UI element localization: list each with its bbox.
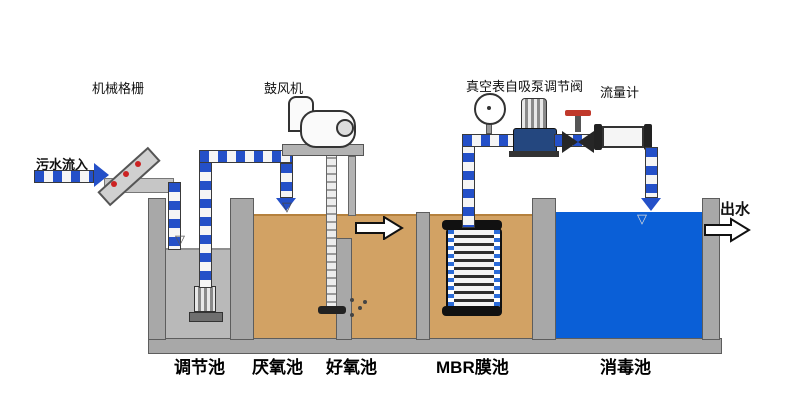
flow-meter-cap-right xyxy=(644,124,652,150)
tank-label-mbr: MBR膜池 xyxy=(436,358,509,377)
tank-label-regulating: 调节池 xyxy=(174,358,225,377)
outflow-label: 出水 xyxy=(720,201,751,218)
self-priming-pump-label: 自吸泵 xyxy=(505,79,545,94)
air-pipe xyxy=(326,150,337,308)
mbr-module-edge xyxy=(494,230,500,310)
submersible-pump-base xyxy=(189,312,223,322)
wall-regulating-anaerobic xyxy=(230,198,254,340)
wall-left xyxy=(148,198,166,340)
blower-inlet-cap xyxy=(336,119,354,137)
drive-dot xyxy=(123,171,129,177)
mbr-membrane-module xyxy=(446,228,502,312)
anaerobic-drop-pipe xyxy=(280,163,293,198)
flow-meter-body xyxy=(602,126,644,148)
submersible-pump xyxy=(194,286,216,312)
air-diffuser xyxy=(318,306,346,314)
control-valve-handle xyxy=(565,110,591,116)
bubble xyxy=(358,306,362,310)
tank-base-slab xyxy=(148,338,722,354)
control-valve-right xyxy=(578,131,594,153)
bubble xyxy=(363,300,367,304)
flow-meter-cap-left xyxy=(594,124,602,150)
tank-label-aerobic: 好氧池 xyxy=(326,358,377,377)
mbr-module-bottom-cap xyxy=(442,306,502,316)
screen-label: 机械格栅 xyxy=(92,81,145,96)
wall-mbr-disinfection xyxy=(532,198,556,340)
control-valve-label: 调节阀 xyxy=(544,79,584,94)
suction-pipe-vertical xyxy=(462,134,475,228)
water-level-symbol: ▽ xyxy=(282,199,292,214)
anaerobic-to-aerobic-arrow xyxy=(355,216,404,240)
bubble xyxy=(350,298,354,302)
vacuum-gauge-label: 真空表 xyxy=(466,79,506,94)
inflow-pipe xyxy=(34,170,94,183)
blower-platform-leg xyxy=(348,156,356,216)
bubble xyxy=(350,313,354,317)
tank-label-disinfection: 消毒池 xyxy=(600,358,651,377)
outflow-arrow xyxy=(704,217,751,243)
blower-label: 鼓风机 xyxy=(264,81,304,96)
anaerobic-inlet-arrow xyxy=(276,198,296,211)
flow-meter-label: 流量计 xyxy=(600,85,640,100)
disinfection-tank-water xyxy=(556,212,702,338)
divider-anaerobic-aerobic xyxy=(336,238,352,340)
suction-pipe-horizontal xyxy=(462,134,518,147)
screen-drop-pipe xyxy=(168,182,181,250)
pump-riser-pipe xyxy=(199,162,212,288)
mbr-module-edge xyxy=(448,230,454,310)
self-priming-pump-motor xyxy=(521,98,547,130)
disinfection-drop-pipe xyxy=(645,147,658,198)
transfer-pipe-top xyxy=(199,150,293,163)
self-priming-pump-base xyxy=(509,151,559,157)
divider-aerobic-mbr xyxy=(416,212,430,340)
drive-dot xyxy=(111,181,117,187)
inflow-label: 污水流入 xyxy=(36,157,89,172)
tank-label-anaerobic: 厌氧池 xyxy=(252,358,303,377)
drive-dot xyxy=(135,161,141,167)
vacuum-gauge-needle xyxy=(487,106,491,110)
control-valve-stem xyxy=(575,114,581,132)
control-valve-left xyxy=(562,131,578,153)
disinfection-inlet-arrow xyxy=(641,198,661,211)
water-level-symbol: ▽ xyxy=(637,211,647,226)
water-level-symbol: ▽ xyxy=(175,232,185,247)
